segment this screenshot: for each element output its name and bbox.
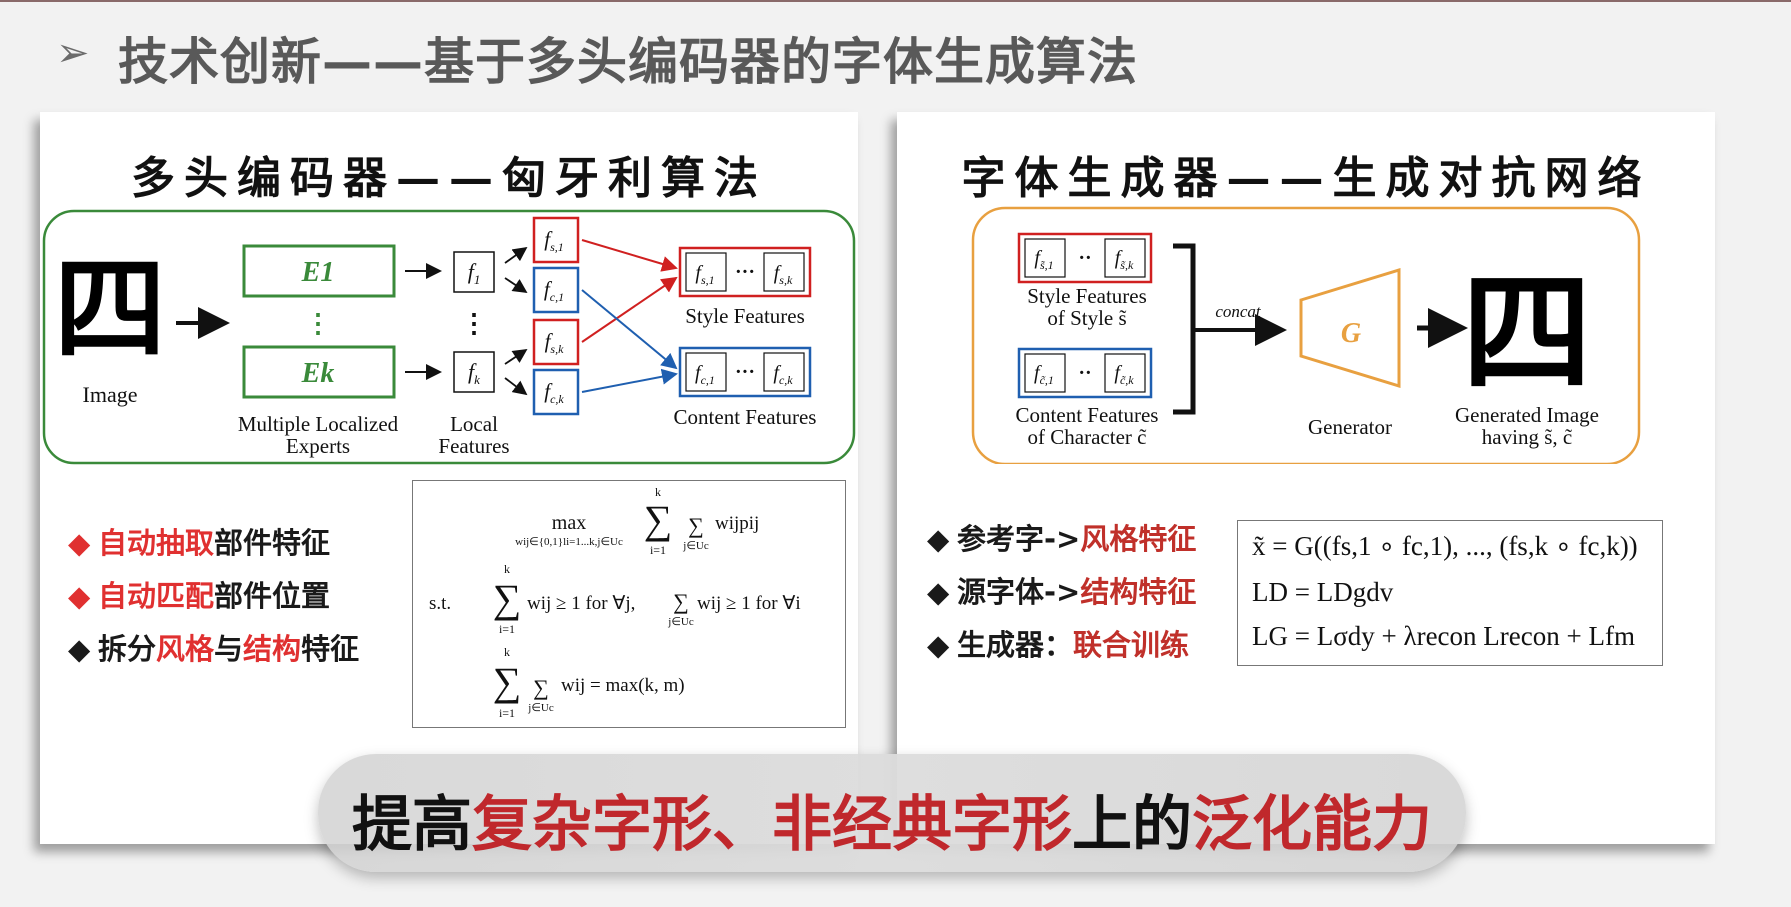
content-features-label: Content Features (674, 405, 817, 429)
generator-symbol: G (1341, 318, 1361, 349)
svg-text:i=1: i=1 (650, 543, 666, 557)
diamond-icon: ◆ (68, 526, 91, 560)
svg-text:wijpij: wijpij (715, 513, 759, 534)
output-label-line2: having s̃, c̃ (1482, 425, 1572, 449)
arrow-fsk-style (581, 276, 678, 343)
local-label-line2: Features (438, 434, 509, 458)
concat-label: concat (1215, 302, 1262, 321)
expert-box-k (242, 345, 396, 399)
green-frame (42, 209, 856, 465)
formula-line-3: LG = Lσdy + λrecon Lrecon + Lfm (1252, 621, 1635, 651)
diamond-icon: ◆ (927, 628, 950, 662)
svg-text:wij ≥ 1 for ∀i: wij ≥ 1 for ∀i (697, 593, 801, 614)
top-divider-line (0, 0, 1791, 2)
experts-label-line2: Experts (286, 434, 350, 458)
svg-text:··: ·· (1078, 362, 1091, 384)
left-bullet-3: ◆拆分风格与结构特征 (68, 632, 360, 666)
feature-fc1 (532, 266, 580, 314)
orange-frame (971, 206, 1641, 464)
concat-bracket (1173, 243, 1196, 415)
gan-formula-box: x̃ = G((fs,1 ∘ fc,1), ..., (fs,k ∘ fc,k)… (1237, 520, 1663, 666)
svg-text:···: ··· (735, 261, 755, 283)
feature-fs1 (532, 216, 580, 264)
generator-shape (1299, 267, 1401, 389)
formula-line-2: LD = LDgdv (1252, 577, 1394, 607)
left-bullet-2: ◆自动匹配部件位置 (68, 579, 331, 613)
svg-text:i=1: i=1 (499, 622, 515, 636)
generated-image-char: 四 (1462, 263, 1592, 407)
svg-text:··: ·· (1078, 247, 1091, 269)
expert-label-k: Ek (301, 358, 335, 389)
svg-text:wij ≥ 1 for ∀j,: wij ≥ 1 for ∀j, (527, 593, 635, 614)
diamond-icon: ◆ (68, 632, 91, 666)
expert-ellipsis: ⋮ (305, 309, 331, 338)
conclusion-text: 提高复杂字形、非经典字形上的泛化能力 (352, 790, 1432, 860)
generator-label: Generator (1308, 415, 1392, 439)
svg-text:∑: ∑ (493, 659, 522, 704)
left-panel-title: 多头编码器——匈牙利算法 (131, 153, 767, 204)
svg-text:∑: ∑ (533, 675, 549, 700)
gan-generator-diagram: fs̃,1 ·· fs̃,k Style Features of Style s… (971, 206, 1641, 464)
feature-fck (532, 368, 580, 416)
diamond-icon: ◆ (68, 579, 91, 613)
svg-text:wij = max(k, m): wij = max(k, m) (561, 675, 685, 696)
conclusion-banner: 提高复杂字形、非经典字形上的泛化能力 (318, 754, 1466, 872)
hungarian-formula: max wij∈{0,1}li=1...k,j∈Uc k ∑ i=1 ∑ j∈U… (429, 485, 801, 720)
local-feature-f1 (453, 251, 495, 293)
style-features-label: Style Features (685, 304, 805, 328)
title-arrow-icon: ➢ (56, 30, 90, 76)
left-panel: 多头编码器——匈牙利算法 四 Image E1 ⋮ Ek Multiple Lo… (40, 112, 858, 844)
svg-text:k: k (504, 645, 510, 659)
local-ellipsis: ⋮ (461, 309, 487, 338)
svg-text:max: max (552, 512, 586, 534)
input-image-char: 四 (54, 249, 166, 373)
page-title: 技术创新——基于多头编码器的字体生成算法 (118, 33, 1138, 91)
arrow-fs1-style (581, 239, 678, 272)
hungarian-formula-box: max wij∈{0,1}li=1...k,j∈Uc k ∑ i=1 ∑ j∈U… (412, 480, 846, 728)
svg-text:∑: ∑ (493, 576, 522, 621)
svg-text:∑: ∑ (673, 589, 689, 614)
right-panel-title: 字体生成器——生成对抗网络 (961, 153, 1651, 204)
svg-text:j∈Uc: j∈Uc (682, 540, 709, 552)
right-bullet-2: ◆源字体->结构特征 (927, 575, 1197, 609)
right-panel: 字体生成器——生成对抗网络 fs̃,1 ·· fs̃,k Style Featu… (897, 112, 1715, 844)
right-bullet-3: ◆生成器：联合训练 (927, 628, 1190, 662)
svg-text:∑: ∑ (688, 513, 704, 538)
svg-text:k: k (655, 485, 661, 499)
content-label-line2: of Character c̃ (1028, 425, 1147, 449)
expert-label-1: E1 (301, 257, 335, 288)
multi-head-encoder-diagram: 四 Image E1 ⋮ Ek Multiple Localized Exper… (42, 209, 856, 465)
svg-text:i=1: i=1 (499, 706, 515, 720)
svg-text:···: ··· (735, 361, 755, 383)
expert-box-1 (242, 244, 396, 298)
feature-fsk (532, 318, 580, 366)
arrow-fc1-content (581, 289, 678, 370)
svg-text:j∈Uc: j∈Uc (527, 702, 554, 714)
local-feature-fk (453, 351, 495, 393)
style-label-line2: of Style s̃ (1047, 306, 1126, 330)
experts-label-line1: Multiple Localized (238, 412, 399, 436)
image-label: Image (83, 382, 138, 407)
formula-line-1: x̃ = G((fs,1 ∘ fc,1), ..., (fs,k ∘ fc,k)… (1252, 531, 1638, 561)
svg-text:k: k (504, 562, 510, 576)
style-label-line1: Style Features (1027, 284, 1147, 308)
svg-text:fs,k: fs,k (774, 262, 793, 287)
svg-text:j∈Uc: j∈Uc (667, 616, 694, 628)
local-label-line1: Local (450, 412, 498, 436)
diamond-icon: ◆ (927, 575, 950, 609)
content-label-line1: Content Features (1016, 403, 1159, 427)
svg-text:s.t.: s.t. (429, 593, 451, 614)
right-bullet-1: ◆参考字->风格特征 (927, 522, 1197, 556)
svg-text:wij∈{0,1}li=1...k,j∈Uc: wij∈{0,1}li=1...k,j∈Uc (515, 536, 623, 548)
diamond-icon: ◆ (927, 522, 950, 556)
output-label-line1: Generated Image (1455, 403, 1599, 427)
svg-text:∑: ∑ (644, 497, 673, 542)
arrow-fck-content (581, 368, 678, 393)
left-bullet-1: ◆自动抽取部件特征 (68, 526, 331, 560)
